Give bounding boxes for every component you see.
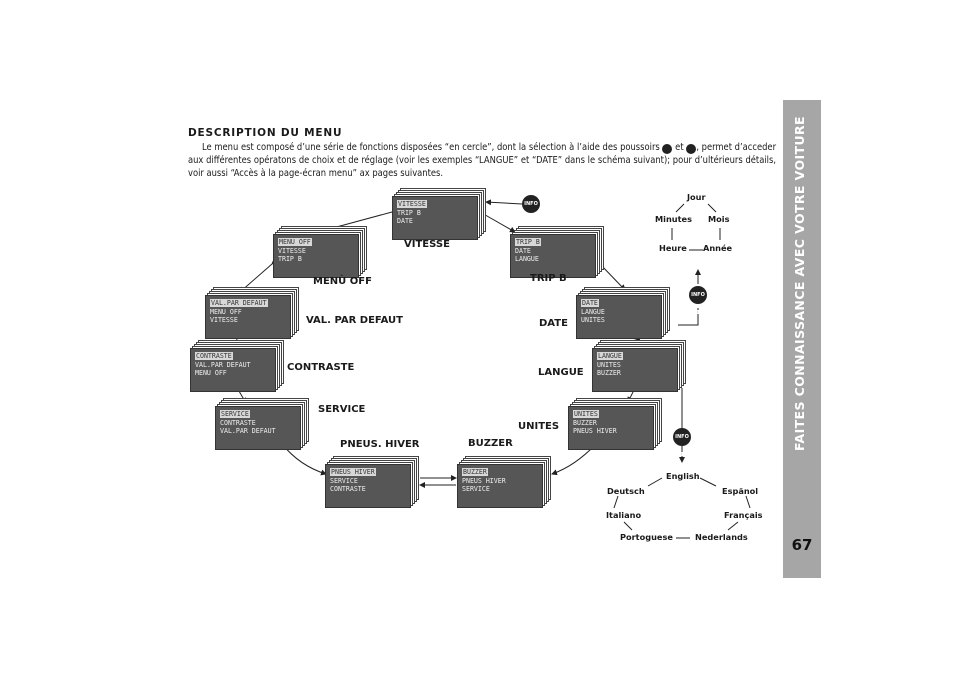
date-cycle-heure: Heure — [659, 243, 687, 253]
screen-line: VAL.PAR DEFAUT — [195, 360, 251, 369]
sidebar-band — [783, 100, 821, 578]
screen-line: BUZZER — [597, 369, 621, 378]
info-button-icon: INFO 1 — [689, 286, 707, 316]
minus-button-icon: – — [686, 144, 704, 154]
lang-cycle-francais: Français — [724, 510, 763, 520]
screen-line-selected: UNITES — [573, 410, 599, 418]
arrow-info-vitesse — [485, 199, 523, 206]
label-service: SERVICE — [318, 404, 366, 415]
screen-line: PNEUS HIVER — [573, 427, 617, 436]
screen-line: CONTRASTE — [330, 485, 366, 494]
page-title: DESCRIPTION DU MENU — [188, 127, 343, 139]
screen-line: MENU OFF — [195, 369, 227, 378]
screen-line-selected: PNEUS HIVER — [330, 468, 376, 476]
screen-line-selected: CONTRASTE — [195, 352, 233, 360]
label-langue: LANGUE — [538, 367, 584, 378]
label-tripb: TRIP B — [530, 273, 567, 284]
arrow-tripb-date — [594, 258, 626, 291]
lang-cycle-espanol: Espãnol — [722, 486, 759, 496]
screen-line: SERVICE — [330, 476, 358, 485]
screen-line-selected: SERVICE — [220, 410, 250, 418]
label-menu-off: MENÙ OFF — [313, 276, 372, 287]
arrow-date-info — [678, 308, 699, 326]
label-unites: UNITES — [518, 421, 560, 432]
date-cycle-mois: Mois — [708, 214, 730, 224]
label-contraste: CONTRASTE — [287, 362, 355, 373]
date-cycle-annee: Année — [703, 243, 733, 253]
intro-text-1: Le menu est composé d’une série de fonct… — [202, 142, 660, 153]
page-number: 67 — [791, 536, 813, 554]
intro-text-2: , permet d’acceder aux différentes opéra… — [188, 142, 777, 179]
label-pneus-hiver: PNEUS. HIVER — [340, 439, 420, 450]
screen-line: VITESSE — [210, 316, 238, 325]
intro-and: et — [675, 142, 684, 153]
screen-line: UNITES — [597, 360, 621, 369]
screen-line: SERVICE — [462, 485, 490, 494]
screen-line: TRIP B — [397, 208, 421, 217]
screen-line-selected: TRIP B — [515, 238, 541, 246]
lang-cycle-nederlands: Nederlands — [695, 532, 748, 542]
screen-line: TRIP B — [278, 255, 302, 264]
lang-cycle-portoguese: Portoguese — [620, 532, 673, 542]
label-vitesse: VITESSE — [404, 239, 450, 250]
screen-line: VAL.PAR DEFAUT — [220, 427, 276, 436]
screen-line: MENU OFF — [210, 307, 242, 316]
lang-cycle-deutsch: Deutsch — [607, 486, 645, 496]
plus-button-icon: + — [662, 144, 683, 154]
screen-line: VITESSE — [278, 246, 306, 255]
screen-line-selected: MENU OFF — [278, 238, 312, 246]
screen-line-selected: VAL.PAR DEFAUT — [210, 299, 268, 307]
info-button-icon: INFO 1 — [673, 428, 691, 458]
screen-line-selected: DATE — [581, 299, 599, 307]
screen-line-selected: LANGUE — [597, 352, 623, 360]
label-val-par-defaut: VAL. PAR DEFAUT — [306, 315, 403, 326]
screen-line: LANGUE — [581, 307, 605, 316]
screen-line: CONTRASTE — [220, 418, 256, 427]
screen-line: PNEUS HIVER — [462, 476, 506, 485]
screen-line: DATE — [397, 217, 413, 226]
screen-line: UNITES — [581, 316, 605, 325]
label-buzzer: BUZZER — [468, 438, 513, 449]
screen-line: BUZZER — [573, 418, 597, 427]
label-date: DATE — [539, 318, 568, 329]
info-button-icon: INFO 1 — [522, 195, 540, 225]
screen-line-selected: BUZZER — [462, 468, 488, 476]
date-cycle-minutes: Minutes — [655, 214, 692, 224]
screen-line: LANGUE — [515, 255, 539, 264]
screen-line: DATE — [515, 246, 531, 255]
screen-line-selected: VITESSE — [397, 200, 427, 208]
lang-cycle-italiano: Italiano — [606, 510, 642, 520]
intro-paragraph: Le menu est composé d’une série de fonct… — [188, 141, 776, 180]
date-cycle-jour: Jour — [687, 192, 706, 202]
lang-cycle-english: English — [666, 471, 700, 481]
